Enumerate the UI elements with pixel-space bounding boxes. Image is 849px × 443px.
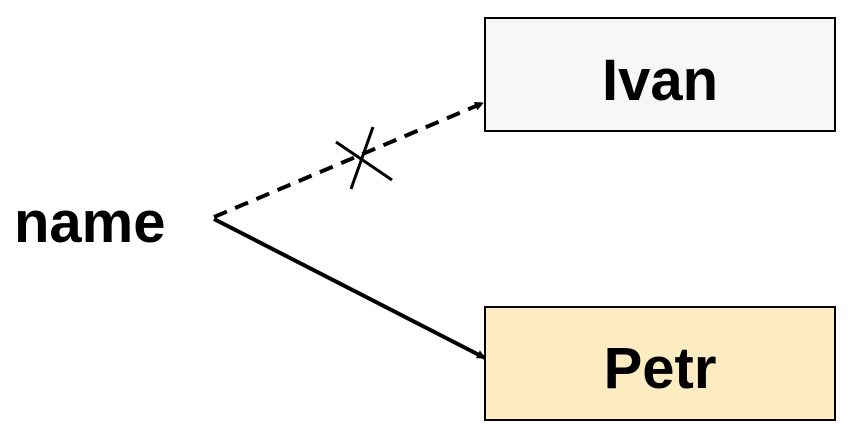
cross-out-stroke-1 [335,140,393,182]
cross-out-mark [335,126,393,190]
current-reference-arrow [213,217,486,360]
object-box-ivan-rect [484,17,836,132]
object-box-petr: Petr [484,306,836,421]
object-box-ivan-label: Ivan [602,48,718,113]
object-box-petr-label: Petr [604,336,717,401]
variable-label: name [14,190,166,255]
cross-out-stroke-2 [349,126,375,190]
object-box-petr-rect [484,306,836,421]
old-reference-arrow [213,101,484,219]
object-box-ivan: Ivan [484,17,836,132]
